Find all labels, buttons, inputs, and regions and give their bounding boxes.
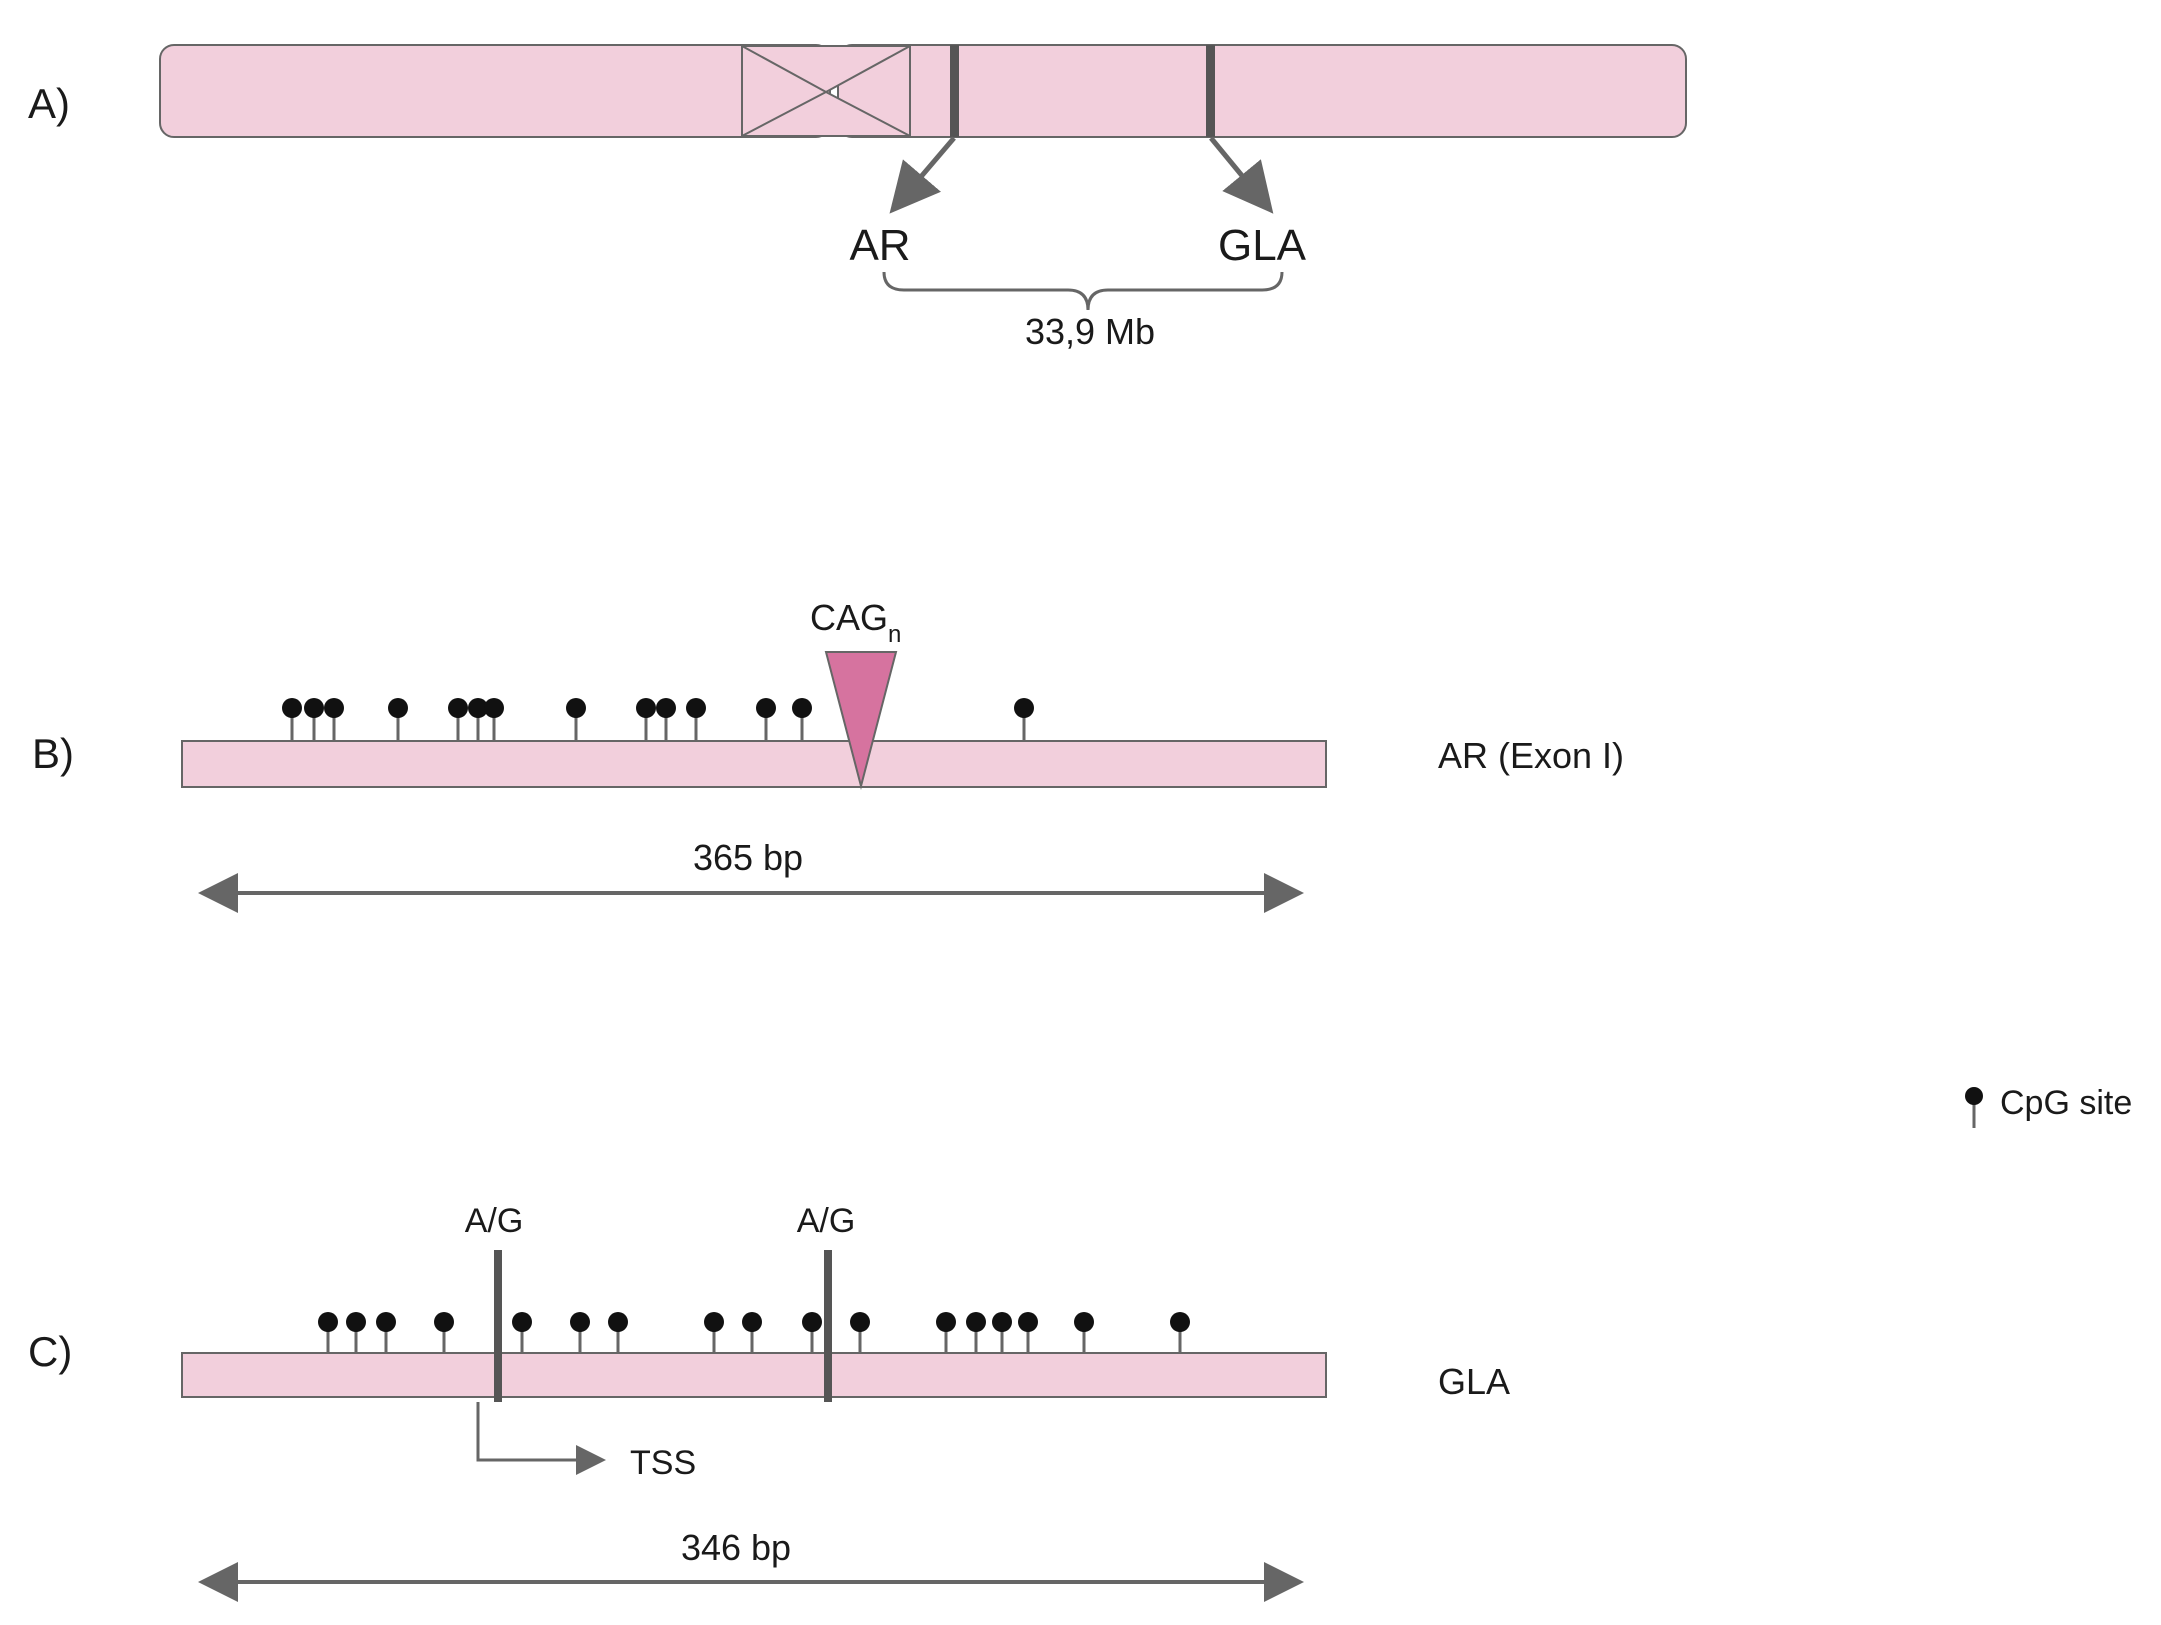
cpg-site-gla-9: [742, 1312, 762, 1353]
cpg-site-gla-7: [608, 1312, 628, 1353]
snp-marker-2: [824, 1250, 832, 1402]
panel-a: A) AR GLA 33,9 Mb: [28, 44, 1687, 352]
cpg-site-ar-8: [566, 698, 586, 741]
cpg-site-ar-10: [656, 698, 676, 741]
tss-label: TSS: [630, 1444, 696, 1482]
snp-label-2: A/G: [797, 1202, 856, 1240]
cpg-site-gla-11: [850, 1312, 870, 1353]
ar-arrow: [889, 136, 956, 214]
cpg-site-gla-16: [1074, 1312, 1094, 1353]
cpg-site-ar-13: [792, 698, 812, 741]
chromosome: [159, 44, 1687, 138]
snp-label-1: A/G: [465, 1202, 524, 1240]
distance-label: 33,9 Mb: [1025, 311, 1155, 352]
ar-length-label: 365 bp: [693, 837, 803, 878]
cpg-sites-ar: [282, 698, 1034, 741]
legend-cpg-label: CpG site: [2000, 1084, 2132, 1122]
cpg-site-ar-4: [388, 698, 408, 741]
cpg-site-ar-1: [282, 698, 302, 741]
cpg-site-gla-12: [936, 1312, 956, 1353]
centromere: [741, 45, 911, 137]
cpg-site-ar-12: [756, 698, 776, 741]
cpg-site-gla-6: [570, 1312, 590, 1353]
cpg-site-gla-8: [704, 1312, 724, 1353]
panel-c-label: C): [28, 1328, 72, 1375]
cpg-site-gla-15: [1018, 1312, 1038, 1353]
distance-brace: [882, 271, 1284, 311]
gene-label-gla: GLA: [1218, 221, 1307, 270]
cpg-site-gla-17: [1170, 1312, 1190, 1353]
cag-repeat-label: CAGn: [810, 597, 901, 648]
tss-arrow: [476, 1402, 606, 1475]
cpg-site-gla-1: [318, 1312, 338, 1353]
cpg-site-ar-2: [304, 698, 324, 741]
cpg-site-ar-11: [686, 698, 706, 741]
panel-a-label: A): [28, 80, 70, 127]
snp-marker-1: [494, 1250, 502, 1402]
cag-repeat-triangle: [824, 651, 898, 790]
cpg-site-ar-5: [448, 698, 468, 741]
legend: CpG site: [1965, 1084, 2132, 1128]
gene-name-gla: GLA: [1438, 1361, 1510, 1402]
gene-name-ar-exon: AR (Exon I): [1438, 735, 1624, 776]
cpg-site-gla-4: [434, 1312, 454, 1353]
cpg-site-gla-13: [966, 1312, 986, 1353]
panel-c: C) A/G A/G TSS GLA 346 bp: [28, 1202, 1510, 1602]
cpg-site-gla-10: [802, 1312, 822, 1353]
cpg-site-gla-2: [346, 1312, 366, 1353]
gla-length-label: 346 bp: [681, 1527, 791, 1568]
cpg-site-ar-6: [468, 698, 488, 741]
cpg-site-ar-7: [484, 698, 504, 741]
chromosome-p-arm: [159, 44, 831, 138]
cpg-site-gla-14: [992, 1312, 1012, 1353]
ar-band: [950, 45, 959, 137]
gla-bar: [181, 1352, 1327, 1398]
cpg-site-ar-14: [1014, 698, 1034, 741]
gla-band: [1206, 45, 1215, 137]
gla-arrow: [1209, 136, 1274, 214]
cpg-site-ar-3: [324, 698, 344, 741]
ar-exon-bar: [181, 740, 1327, 788]
cpg-site-gla-5: [512, 1312, 532, 1353]
lollipop-icon: [1965, 1087, 1983, 1128]
cpg-sites-gla: [318, 1312, 1190, 1353]
cpg-site-gla-3: [376, 1312, 396, 1353]
cpg-site-ar-9: [636, 698, 656, 741]
chromosome-q-arm: [837, 44, 1687, 138]
panel-b-label: B): [32, 730, 74, 777]
gene-label-ar: AR: [849, 221, 910, 270]
panel-b: B) CAGn AR (Exon I) 365 bp: [32, 597, 1624, 913]
